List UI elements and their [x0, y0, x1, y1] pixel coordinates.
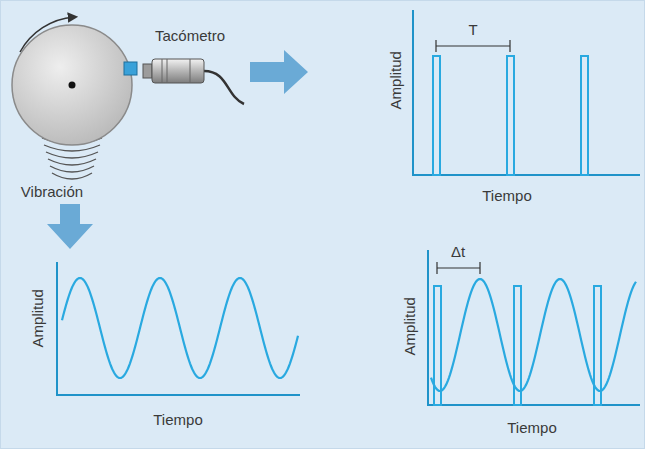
tach-pulse	[581, 56, 588, 175]
axis	[427, 404, 640, 406]
axis	[56, 262, 58, 396]
coil-winding	[52, 173, 92, 179]
tach-pulse	[433, 56, 440, 175]
rotor-center	[69, 82, 76, 89]
flow-arrow	[250, 50, 308, 94]
probe-ridge	[162, 59, 163, 83]
axis	[412, 174, 640, 176]
tach-pulse	[594, 286, 601, 405]
coil-winding	[46, 152, 98, 158]
axis	[56, 394, 300, 396]
coil-winding	[50, 166, 94, 172]
flow-arrow	[47, 204, 93, 249]
probe-ridge	[167, 59, 168, 83]
axis	[412, 10, 414, 176]
axis	[427, 250, 429, 406]
probe-body	[152, 59, 204, 83]
sensor-label: Tacómetro	[155, 28, 225, 45]
signals	[62, 56, 636, 405]
vibration-wave	[62, 278, 298, 378]
phase-bracket	[437, 262, 480, 274]
period-bracket	[436, 40, 510, 52]
axis-label: Amplitud	[402, 297, 419, 355]
tach-pulse	[434, 286, 441, 405]
period-label: T	[468, 22, 477, 39]
probe-cable	[204, 71, 244, 104]
probe-nose	[143, 64, 152, 78]
axis-label: Tiempo	[482, 188, 531, 205]
coil-winding	[48, 159, 96, 165]
rotor-disc	[12, 25, 132, 145]
probe-ridge	[190, 59, 191, 83]
reflective-mark	[124, 62, 137, 75]
axis-label: Amplitud	[388, 51, 405, 109]
axis-label: Amplitud	[30, 289, 47, 347]
axis-label: Tiempo	[153, 412, 202, 429]
phase-label: Δt	[451, 244, 465, 261]
vibration-label: Vibración	[21, 184, 83, 201]
coil-winding	[44, 145, 100, 151]
axis-label: Tiempo	[507, 420, 556, 437]
tach-pulse	[514, 286, 521, 405]
tach-pulse	[507, 56, 514, 175]
vibration-wave	[431, 279, 636, 391]
